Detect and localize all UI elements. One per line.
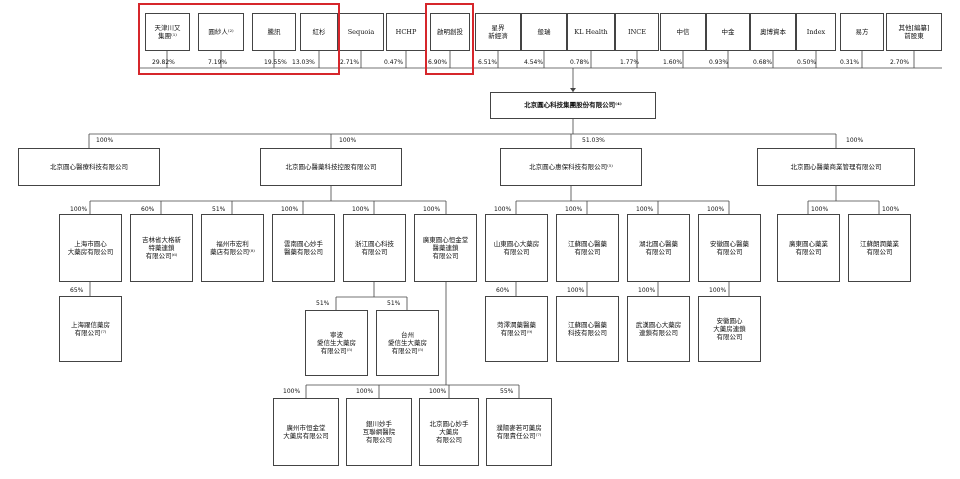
shareholding-pct: 13.03% [292,59,315,66]
shareholding-pct: 0.50% [797,59,817,66]
ownership-pct: 100% [356,388,374,395]
shareholder-box: INCE [615,13,659,51]
ownership-pct: 60% [496,287,510,294]
shareholder-box: KL Health [567,13,615,51]
subsidiary-box: 北京圓心醫藥科技控股有限公司 [260,148,402,186]
ownership-pct: 100% [423,206,441,213]
shareholding-pct: 6.90% [428,59,448,66]
ownership-pct: 51% [212,206,226,213]
subsidiary-box: 濮陽麥若可藥房 有限責任公司⁽⁷⁾ [486,398,552,466]
arrow-head [570,88,576,92]
ownership-pct: 100% [811,206,829,213]
shareholder-box: 騰訊 [252,13,296,51]
highlight-box [425,3,474,75]
shareholder-box: HCHP [386,13,426,51]
ownership-pct: 51% [387,300,401,307]
subsidiary-box: 上海市圓心 大藥房有限公司 [59,214,122,282]
subsidiary-box: 武漢圓心大藥房 連鎖有限公司 [627,296,690,362]
subsidiary-box: 江蘇朗潤藥業 有限公司 [848,214,911,282]
ownership-pct: 100% [283,388,301,395]
shareholding-pct: 1.77% [620,59,640,66]
ownership-pct: 100% [565,206,583,213]
subsidiary-box: 雲南圓心妙手 醫藥有限公司 [272,214,335,282]
subsidiary-box: 江蘇圓心醫藥 科技有限公司 [556,296,619,362]
subsidiary-box: 吉林省大格新 特藥連鎖 有限公司⁽⁶⁾ [130,214,193,282]
ownership-pct: 100% [339,137,357,144]
shareholding-pct: 0.31% [840,59,860,66]
ownership-pct: 65% [70,287,84,294]
ownership-pct: 100% [70,206,88,213]
shareholder-box: 中信 [660,13,706,51]
subsidiary-box: 北京圓心醫療科技有限公司 [18,148,160,186]
ownership-pct: 100% [709,287,727,294]
subsidiary-box: 廣東圓心恒金堂 醫藥連鎖 有限公司 [414,214,477,282]
subsidiary-box: 北京圓心醫藥商業管理有限公司 [757,148,915,186]
ownership-pct: 100% [638,287,656,294]
shareholding-pct: 0.93% [709,59,729,66]
ownership-pct: 55% [500,388,514,395]
ownership-pct: 60% [141,206,155,213]
ownership-pct: 100% [567,287,585,294]
subsidiary-box: 北京圓心惠保科技有限公司⁽⁵⁾ [500,148,642,186]
shareholder-box: 中金 [706,13,750,51]
company-box: 北京圓心科技集團股份有限公司⁽⁴⁾ [490,92,656,119]
shareholding-pct: 6.51% [478,59,498,66]
ownership-pct: 100% [882,206,900,213]
shareholder-box: 啟明創投 [430,13,470,51]
subsidiary-box: 山東圓心大藥房 有限公司 [485,214,548,282]
shareholding-pct: 7.19% [208,59,228,66]
shareholding-pct: 0.47% [384,59,404,66]
shareholder-box: 天津川又 集團⁽¹⁾ [145,13,190,51]
shareholding-pct: 1.60% [663,59,683,66]
subsidiary-box: 安徽圓心醫藥 有限公司 [698,214,761,282]
subsidiary-box: 湖北圓心醫藥 有限公司 [627,214,690,282]
shareholder-box: 般瑞 [521,13,567,51]
shareholder-box: 星界 新經濟 [475,13,521,51]
ownership-pct: 100% [352,206,370,213]
shareholding-pct: 19.55% [264,59,287,66]
ownership-pct: 100% [636,206,654,213]
subsidiary-box: 上海躍信藥房 有限公司⁽⁷⁾ [59,296,122,362]
highlight-box [138,3,340,75]
ownership-pct: 100% [707,206,725,213]
ownership-pct: 100% [96,137,114,144]
ownership-pct: 100% [281,206,299,213]
ownership-pct: 100% [846,137,864,144]
shareholder-box: 其他[編纂] 前股東 [886,13,942,51]
shareholding-pct: 4.54% [524,59,544,66]
shareholding-pct: 0.68% [753,59,773,66]
shareholding-pct: 29.82% [152,59,175,66]
shareholding-pct: 0.78% [570,59,590,66]
ownership-pct: 51% [316,300,330,307]
shareholding-pct: 2.71% [340,59,360,66]
subsidiary-box: 浙江圓心科技 有限公司 [343,214,406,282]
shareholder-box: 奧博資本 [750,13,796,51]
subsidiary-box: 福州市宏利 藥店有限公司⁽⁸⁾ [201,214,264,282]
ownership-pct: 51.03% [582,137,605,144]
subsidiary-box: 菏澤潤藥醫藥 有限公司⁽⁹⁾ [485,296,548,362]
subsidiary-box: 北京圓心妙手 大藥房 有限公司 [419,398,479,466]
subsidiary-box: 江蘇圓心醫藥 有限公司 [556,214,619,282]
shareholding-pct: 2.70% [890,59,910,66]
ownership-pct: 100% [429,388,447,395]
subsidiary-box: 台州 愛信生大藥房 有限公司⁽⁵⁾ [376,310,439,376]
subsidiary-box: 銀川妙手 互聯網醫院 有限公司 [346,398,412,466]
subsidiary-box: 廣東圓心藥業 有限公司 [777,214,840,282]
shareholder-box: 易方 [840,13,884,51]
shareholder-box: 圓紗人⁽²⁾ [198,13,244,51]
subsidiary-box: 廣州市恒金堂 大藥房有限公司 [273,398,339,466]
subsidiary-box: 安徽圓心 大藥房連鎖 有限公司 [698,296,761,362]
shareholder-box: 紅杉 [300,13,338,51]
shareholder-box: Sequoia [338,13,384,51]
shareholder-box: Index [796,13,836,51]
subsidiary-box: 寧波 愛信生大藥房 有限公司⁽⁵⁾ [305,310,368,376]
ownership-pct: 100% [494,206,512,213]
